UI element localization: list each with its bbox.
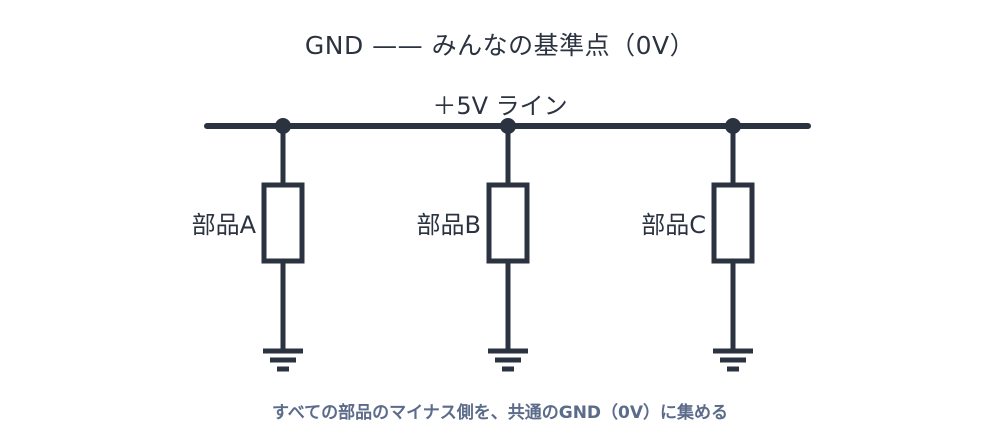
ground-icon-a	[263, 348, 303, 372]
diagram-caption: すべての部品のマイナス側を、共通のGND（0V）に集める	[271, 403, 729, 423]
part-label-a: 部品A	[191, 211, 256, 239]
rail-label: ＋5V ライン	[432, 92, 568, 120]
diagram-title: GND —— みんなの基準点（0V）	[304, 31, 696, 60]
branch-b	[486, 118, 530, 372]
branch-c	[711, 118, 755, 372]
branch-a	[261, 118, 305, 372]
ground-icon-b	[488, 348, 528, 372]
part-label-c: 部品C	[641, 211, 706, 239]
resistor-a	[261, 182, 305, 264]
ground-icon-c	[713, 348, 753, 372]
resistor-b	[486, 182, 530, 264]
resistor-c	[711, 182, 755, 264]
part-label-b: 部品B	[416, 211, 481, 239]
